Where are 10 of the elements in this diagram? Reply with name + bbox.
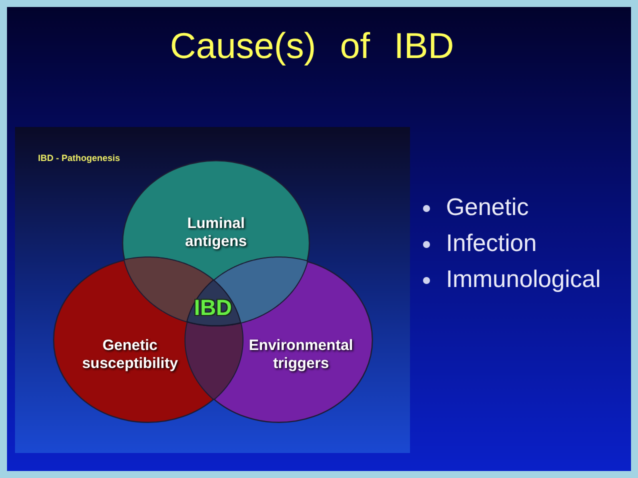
list-item-text: Immunological bbox=[446, 266, 601, 294]
inset-panel bbox=[15, 127, 410, 453]
panel-heading: IBD - Pathogenesis bbox=[38, 153, 120, 164]
circle-label: Luminal antigens bbox=[185, 215, 247, 251]
slide-title: Cause(s) of IBD bbox=[170, 26, 454, 66]
list-item-text: Genetic bbox=[446, 194, 529, 222]
intersection-label: IBD bbox=[194, 296, 232, 320]
list-item-text: Infection bbox=[446, 230, 537, 258]
circle-label: Environmental triggers bbox=[248, 337, 354, 373]
circle-label: Genetic susceptibility bbox=[82, 337, 178, 373]
